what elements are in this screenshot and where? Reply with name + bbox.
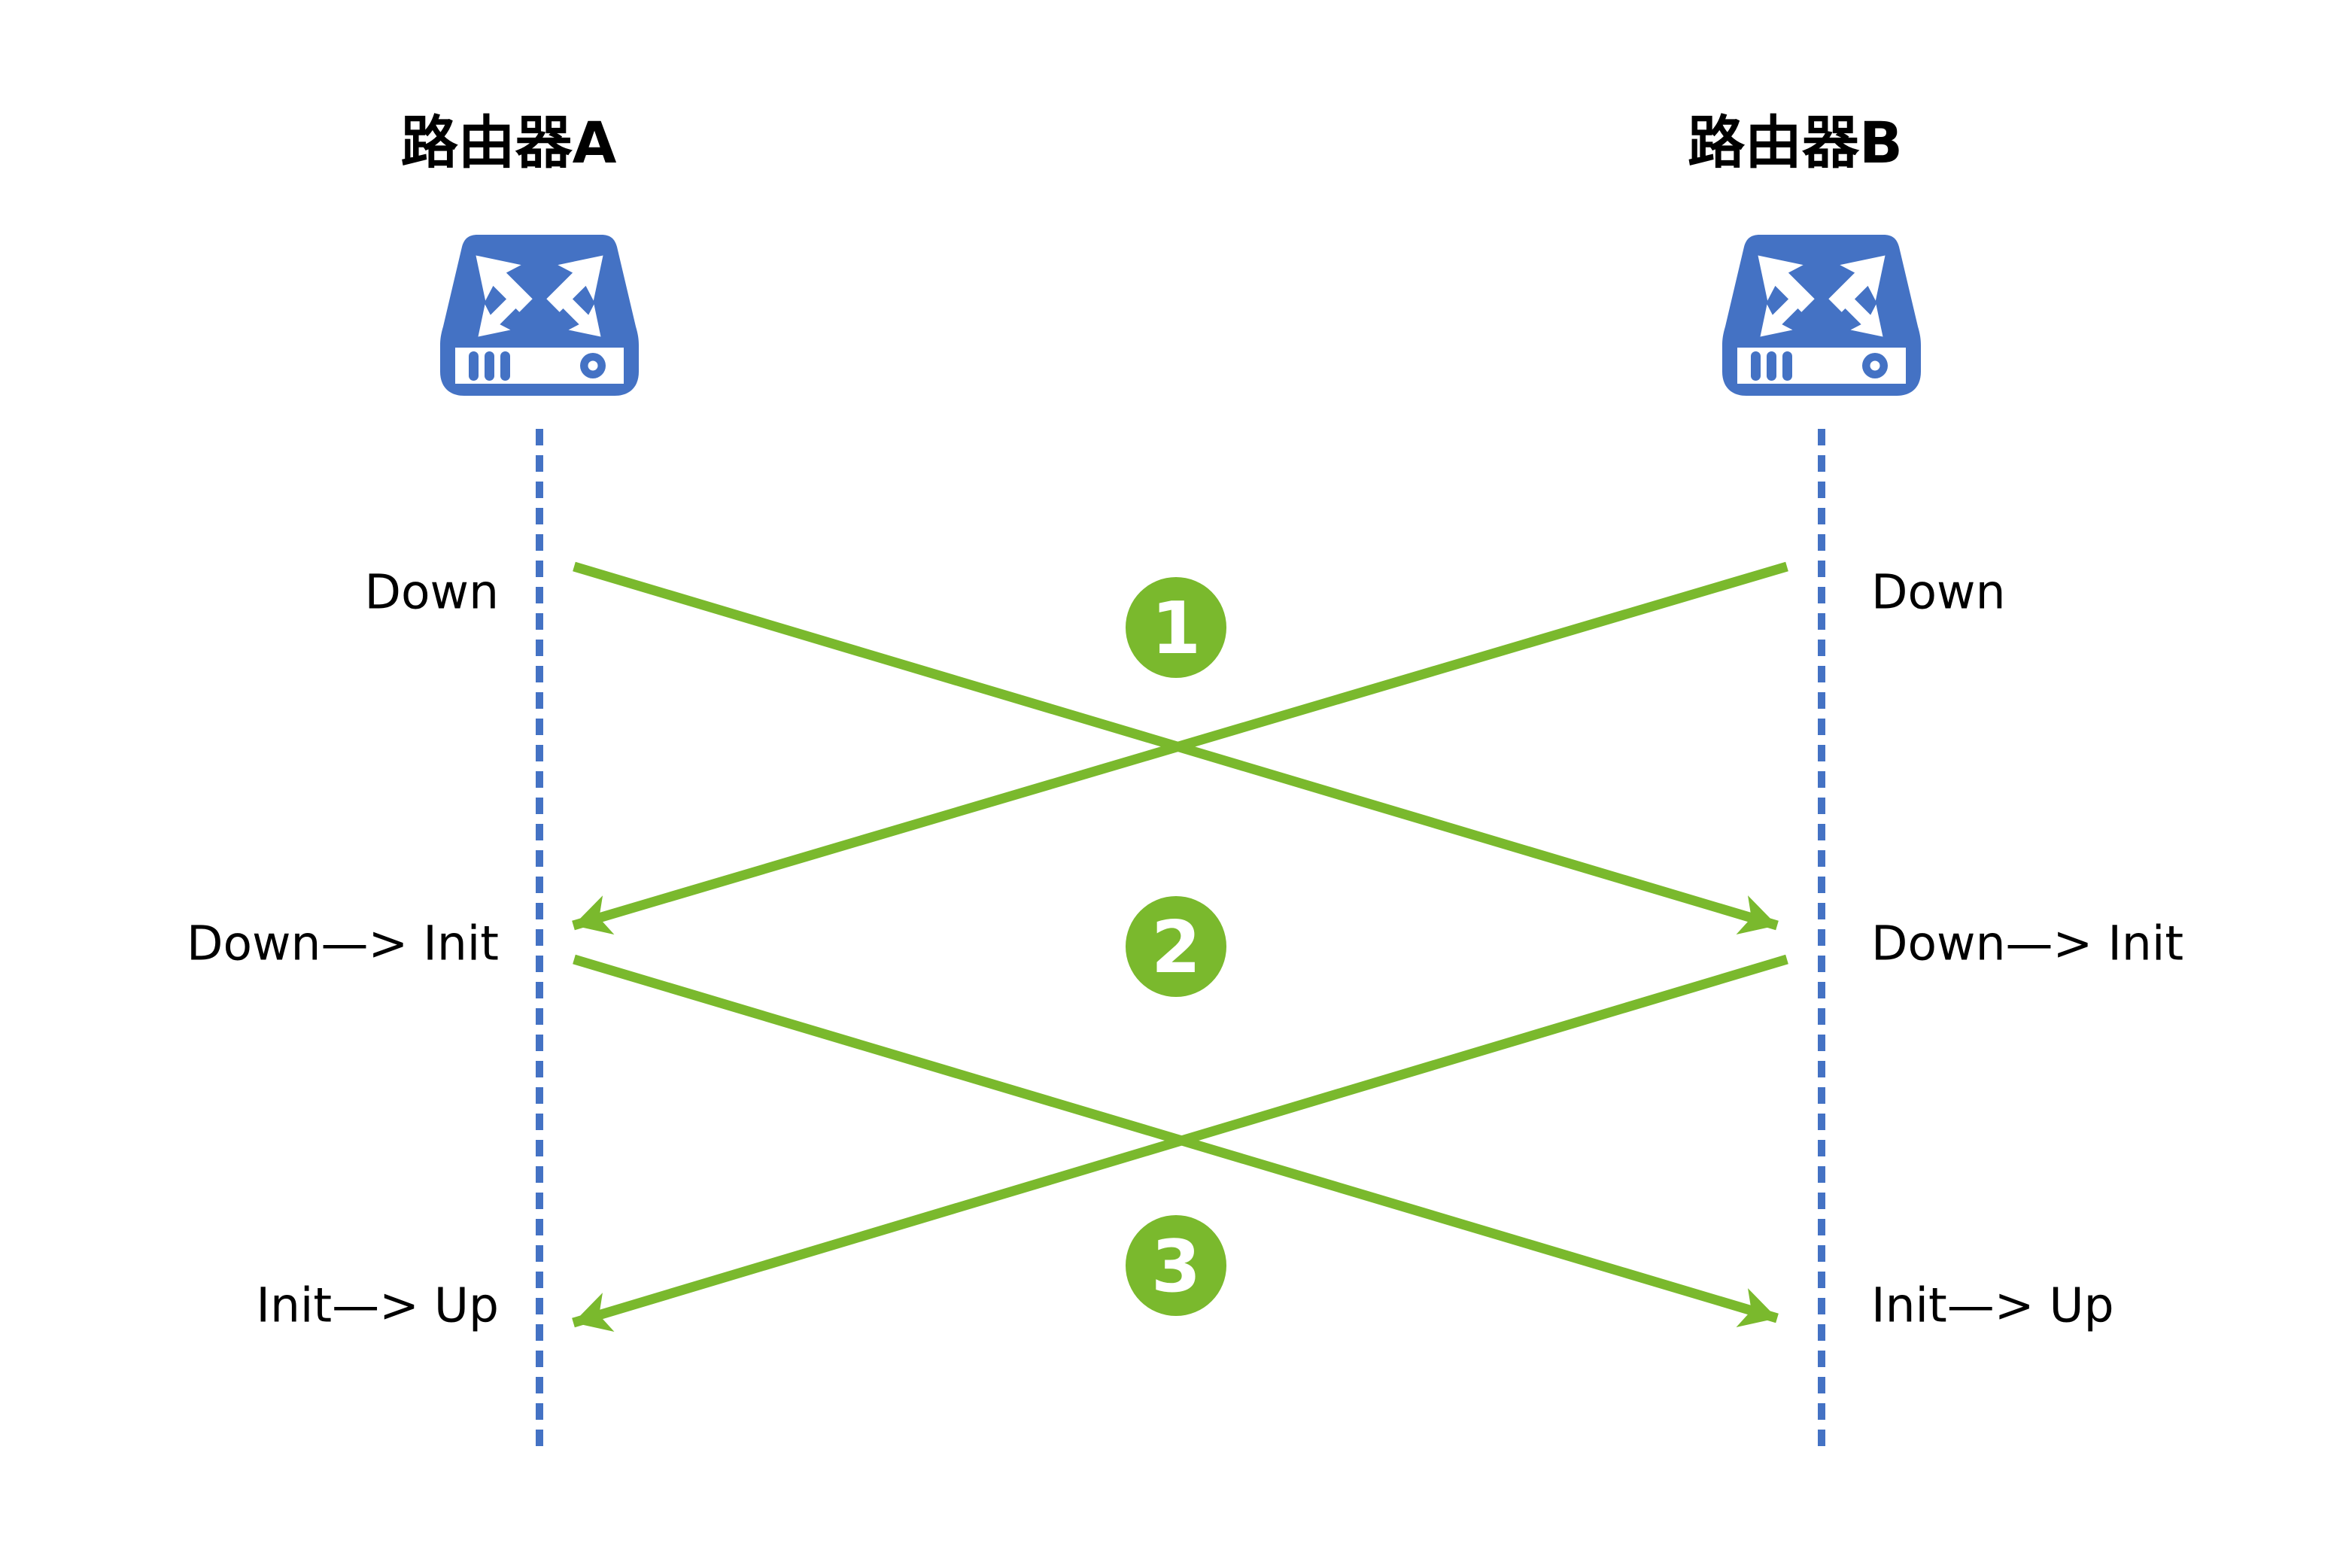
hello-arrow-b-to-a-2	[572, 954, 1788, 1332]
router-a-state-down-init: Down—> Init	[186, 916, 499, 971]
step-circle	[1126, 577, 1226, 678]
router-b-state-down: Down	[1871, 564, 2006, 620]
router-a-title: 路由器A	[400, 109, 617, 176]
router-a-state-down: Down	[364, 564, 499, 620]
router-b-title: 路由器B	[1688, 109, 1903, 176]
router-arrows-icon	[1758, 255, 1886, 337]
router-b-state-init-up: Init—> Up	[1871, 1278, 2114, 1333]
router-a-state-init-up: Init—> Up	[256, 1278, 499, 1333]
step-number: 2	[1151, 907, 1201, 989]
step-badge-2: 2	[1126, 896, 1226, 997]
router-b-state-down-init: Down—> Init	[1871, 916, 2184, 971]
step-circle	[1126, 1215, 1226, 1316]
hello-arrow-b-to-a-1	[572, 561, 1788, 935]
step-number: 1	[1151, 588, 1201, 670]
router-icon	[440, 235, 639, 396]
router-arrows-icon	[476, 255, 603, 337]
step-circle	[1126, 896, 1226, 997]
router-icon	[1722, 235, 1921, 396]
step-badge-1: 1	[1126, 577, 1226, 678]
step-number: 3	[1151, 1226, 1201, 1308]
step-badge-3: 3	[1126, 1215, 1226, 1316]
